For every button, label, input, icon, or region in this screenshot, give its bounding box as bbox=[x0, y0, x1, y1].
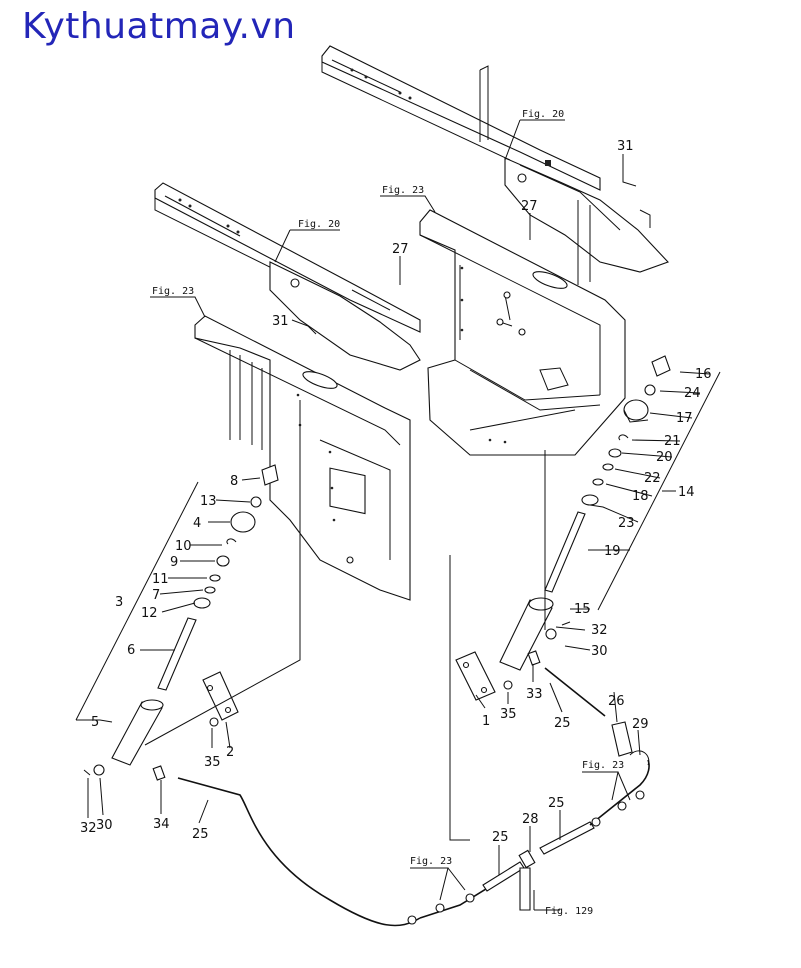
callout-25-left: 25 bbox=[192, 827, 209, 842]
left-cylinder-assembly bbox=[83, 400, 421, 927]
callout-17: 17 bbox=[676, 411, 693, 426]
callout-14: 14 bbox=[678, 485, 695, 500]
fig-ref-20-upper: Fig. 20 bbox=[522, 109, 564, 120]
callout-6: 6 bbox=[127, 643, 135, 658]
callout-23: 23 bbox=[618, 516, 635, 531]
callout-16: 16 bbox=[695, 367, 712, 382]
callout-3: 3 bbox=[115, 595, 123, 610]
callout-34: 34 bbox=[153, 817, 170, 832]
callout-5: 5 bbox=[91, 715, 99, 730]
callout-31-left: 31 bbox=[272, 314, 289, 329]
callout-12: 12 bbox=[141, 606, 158, 621]
callout-27-left: 27 bbox=[392, 242, 409, 257]
callout-2: 2 bbox=[226, 745, 234, 760]
right-cylinder-assembly bbox=[449, 355, 671, 841]
callout-33: 33 bbox=[526, 687, 543, 702]
callout-25-bottom-right: 25 bbox=[548, 796, 565, 811]
callout-31-top: 31 bbox=[617, 139, 634, 154]
left-frame-assembly bbox=[154, 182, 421, 601]
leader-lines bbox=[75, 119, 721, 911]
callout-25-bottom: 25 bbox=[492, 830, 509, 845]
fig-ref-23-right-hose: Fig. 23 bbox=[582, 760, 624, 771]
watermark-text: Kythuatmay.vn bbox=[22, 6, 296, 47]
callout-25-right: 25 bbox=[554, 716, 571, 731]
callout-24: 24 bbox=[684, 386, 701, 401]
callout-4: 4 bbox=[193, 516, 201, 531]
callout-10: 10 bbox=[175, 539, 192, 554]
callout-35-left: 35 bbox=[204, 755, 221, 770]
callout-7: 7 bbox=[152, 588, 160, 603]
callout-13: 13 bbox=[200, 494, 217, 509]
fig-ref-23-upper: Fig. 23 bbox=[382, 185, 424, 196]
callout-28: 28 bbox=[522, 812, 539, 827]
fig-ref-129: Fig. 129 bbox=[545, 906, 593, 917]
callout-26: 26 bbox=[608, 694, 625, 709]
fig-ref-23-bottom-hose: Fig. 23 bbox=[410, 856, 452, 867]
callout-21: 21 bbox=[664, 434, 681, 449]
hose-clamps bbox=[407, 790, 645, 925]
callout-11: 11 bbox=[152, 572, 169, 587]
callout-15: 15 bbox=[574, 602, 591, 617]
callout-22: 22 bbox=[644, 471, 661, 486]
callout-19: 19 bbox=[604, 544, 621, 559]
callout-32-right: 32 bbox=[591, 623, 608, 638]
fig-ref-20-left: Fig. 20 bbox=[298, 219, 340, 230]
callout-35-right: 35 bbox=[500, 707, 517, 722]
callout-30-left: 30 bbox=[96, 818, 113, 833]
callout-numbers: 31 27 27 31 16 24 17 21 20 22 14 18 23 1… bbox=[80, 139, 712, 845]
callout-9: 9 bbox=[170, 555, 178, 570]
callout-20: 20 bbox=[656, 450, 673, 465]
fig-ref-23-left: Fig. 23 bbox=[152, 286, 194, 297]
right-frame-assembly bbox=[321, 45, 669, 456]
callout-29: 29 bbox=[632, 717, 649, 732]
figure-references: Fig. 20 Fig. 23 Fig. 20 Fig. 23 Fig. 23 … bbox=[152, 109, 624, 917]
callout-30-right: 30 bbox=[591, 644, 608, 659]
callout-8: 8 bbox=[230, 474, 238, 489]
callout-32-left: 32 bbox=[80, 821, 97, 836]
callout-1: 1 bbox=[482, 714, 490, 729]
callout-18: 18 bbox=[632, 489, 649, 504]
callout-27-top: 27 bbox=[521, 199, 538, 214]
bottom-hose-line bbox=[407, 759, 650, 925]
